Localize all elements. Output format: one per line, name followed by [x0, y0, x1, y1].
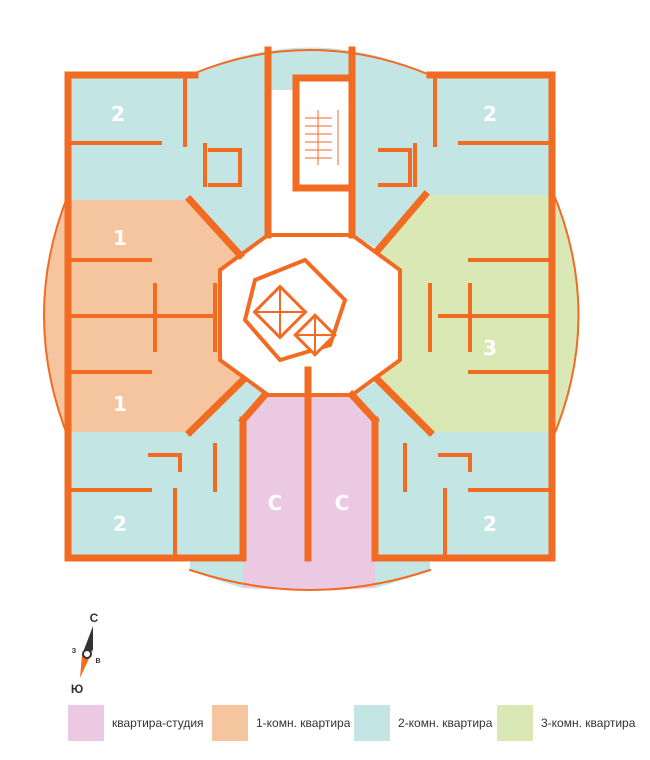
- wall-diag-sw: [185, 375, 248, 437]
- room-label-nw: 2: [111, 102, 125, 126]
- wall-studio-right: [347, 390, 380, 562]
- legend-swatch-two-room: [354, 705, 390, 741]
- wall-diag-ne: [373, 190, 430, 255]
- wall-outer-se: [371, 433, 556, 562]
- wall-diag-nw: [185, 195, 245, 260]
- zone-stair-core: [296, 78, 351, 188]
- room-label-w-upper: 1: [113, 226, 127, 250]
- zone-ne-two-room: [352, 75, 552, 250]
- zone-bottom-bubble-right: [375, 555, 430, 588]
- room-label-w-lower: 1: [113, 392, 127, 416]
- legend-item-three-room: 3-комн. квартира: [497, 705, 635, 741]
- wall-outer-nw: [64, 71, 199, 204]
- legend-swatch-studio: [68, 705, 104, 741]
- wall-studio-left: [238, 390, 270, 562]
- wall-outer-ne: [426, 71, 556, 199]
- elevator-2: [293, 313, 337, 357]
- wall-arc-top: [188, 49, 432, 77]
- legend-label-three-room: 3-комн. квартира: [541, 716, 636, 730]
- zone-nw-two-room: [68, 75, 268, 255]
- room-label-se: 2: [483, 512, 497, 536]
- elevators: [252, 284, 337, 357]
- compass-west-label: З: [72, 648, 77, 655]
- legend-label-one-room: 1-комн. квартира: [256, 716, 351, 730]
- stair-treads: [305, 110, 339, 165]
- compass-center-icon: [82, 649, 92, 659]
- legend-swatch-one-room: [212, 705, 248, 741]
- room-label-studio-right: С: [335, 491, 350, 515]
- zone-sw-two-room: [68, 380, 265, 558]
- zone-studio-left: [243, 370, 308, 590]
- wall-partition-east: [438, 141, 554, 492]
- wall-partition-verticals: [153, 73, 472, 557]
- wall-arc-east: [550, 188, 580, 442]
- elevator-1: [252, 284, 308, 340]
- legend-label-studio: квартира-студия: [112, 716, 204, 730]
- wall-partition-west: [66, 141, 217, 492]
- compass-east-label: В: [95, 658, 100, 665]
- wall-central-hall: [218, 233, 402, 397]
- walls: [43, 46, 580, 591]
- legend-item-one-room: 1-комн. квартира: [212, 705, 350, 741]
- wall-stair-core: [264, 46, 356, 239]
- wall-elevator-block: [242, 257, 348, 363]
- legend-item-studio: квартира-студия: [68, 705, 204, 741]
- room-label-studio-left: С: [268, 491, 283, 515]
- wall-diag-se: [373, 375, 435, 437]
- legend-item-two-room: 2-комн. квартира: [354, 705, 492, 741]
- legend: квартира-студия 1-комн. квартира 2-комн.…: [0, 705, 650, 741]
- room-label-e: 3: [483, 336, 497, 360]
- compass-needle-north: [82, 626, 93, 655]
- wall-arc-bottom: [188, 568, 432, 591]
- compass-south-label: Ю: [71, 682, 83, 696]
- legend-label-two-room: 2-комн. квартира: [398, 716, 493, 730]
- zone-studio-right: [308, 370, 375, 590]
- legend-swatch-three-room: [497, 705, 533, 741]
- floor-plan: 2 2 1 1 3 2 2 С С С Ю З В: [43, 46, 580, 696]
- zone-se-two-room: [355, 380, 552, 558]
- wall-outer-sw: [64, 433, 247, 562]
- room-label-ne: 2: [483, 102, 497, 126]
- zone-bottom-bubble-left: [190, 555, 243, 588]
- compass-north-label: С: [90, 611, 99, 625]
- zone-e-three-room: [378, 195, 552, 432]
- compass: С Ю З В: [71, 611, 101, 696]
- room-label-sw: 2: [113, 512, 127, 536]
- wall-service-rooms: [148, 148, 472, 472]
- wall-arc-west: [43, 193, 70, 439]
- room-labels: 2 2 1 1 3 2 2 С С: [111, 102, 497, 536]
